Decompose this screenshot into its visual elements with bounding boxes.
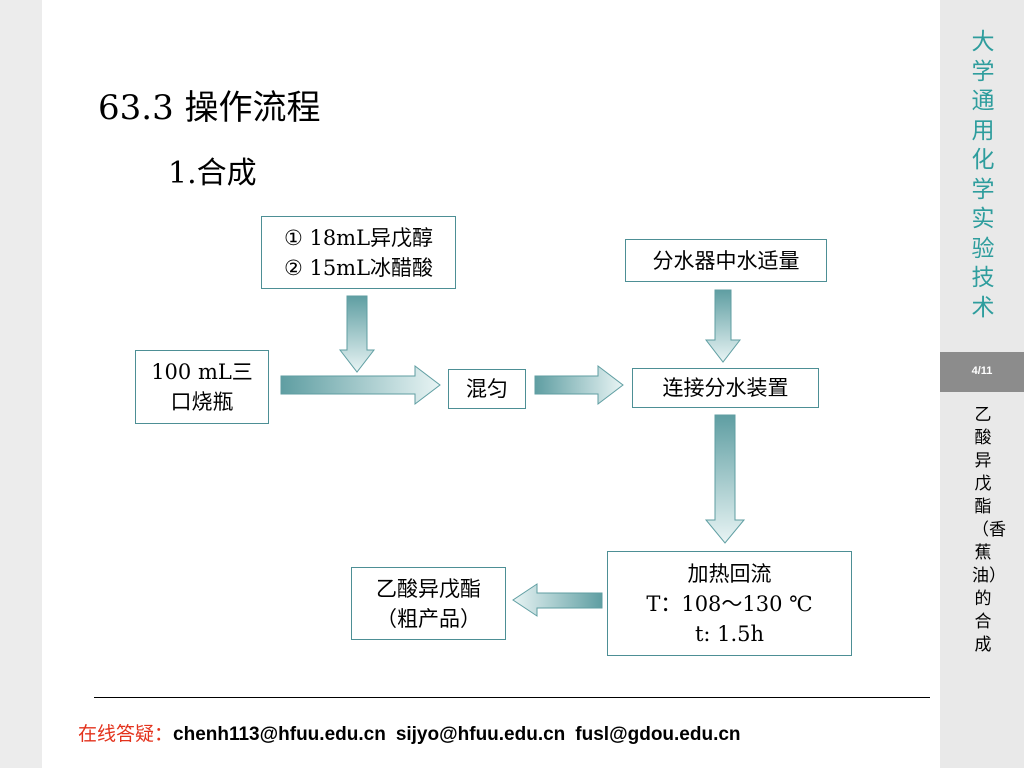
slide-subheading: 1.合成: [168, 156, 257, 191]
contact-email-2[interactable]: sijyo@hfuu.edu.cn: [395, 724, 566, 745]
course-title: 大学通用化学实验技术: [971, 29, 995, 321]
arrow-reflux-to-product: [512, 583, 603, 617]
flask-line2: 口烧瓶: [170, 390, 234, 414]
reagent-isoamyl-alcohol: ① 18mL异戊醇: [283, 225, 434, 250]
left-decor-band: [0, 0, 42, 768]
arrow-apparatus-down: [704, 414, 746, 544]
reflux-time: t: 1.5h: [694, 621, 765, 646]
arrow-mix-to-apparatus: [534, 364, 624, 406]
apparatus-label: 连接分水装置: [662, 376, 789, 400]
product-name: 乙酸异戊酯: [376, 576, 481, 601]
slide-heading: 63.3 操作流程: [98, 88, 321, 128]
reflux-box: 加热回流 T：108～130 ℃ t: 1.5h: [607, 551, 852, 656]
contact-email-1[interactable]: chenh113@hfuu.edu.cn: [173, 724, 386, 745]
page-indicator: 4/11: [971, 365, 993, 377]
reagents-box: ① 18mL异戊醇 ② 15mL冰醋酸: [261, 216, 456, 289]
reflux-temperature: T：108～130 ℃: [646, 591, 813, 616]
arrow-reagents-down: [338, 295, 376, 373]
water-separator-label: 分水器中水适量: [652, 248, 800, 273]
mix-box: 混匀: [448, 369, 526, 409]
flask-box: 100 mL三 口烧瓶: [135, 350, 269, 424]
apparatus-box: 连接分水装置: [632, 368, 819, 408]
contact-email-3[interactable]: fusl@gdou.edu.cn: [575, 724, 741, 745]
arrow-flask-to-mix: [280, 364, 441, 406]
product-note: （粗产品）: [376, 606, 481, 631]
footer-label: 在线答疑：: [78, 723, 174, 745]
footer-contact: 在线答疑：chenh113@hfuu.edu.cn sijyo@hfuu.edu.…: [78, 719, 751, 746]
arrow-water-down: [704, 289, 742, 363]
water-separator-box: 分水器中水适量: [625, 239, 827, 282]
reagent-glacial-acetic-acid: ② 15mL冰醋酸: [283, 255, 434, 280]
footer-divider: [94, 697, 930, 698]
flask-line1: 100 mL三: [151, 360, 253, 384]
reflux-label: 加热回流: [687, 561, 772, 586]
product-box: 乙酸异戊酯 （粗产品）: [351, 567, 506, 640]
page-indicator-band: [940, 352, 1024, 392]
mix-label: 混匀: [466, 377, 508, 401]
